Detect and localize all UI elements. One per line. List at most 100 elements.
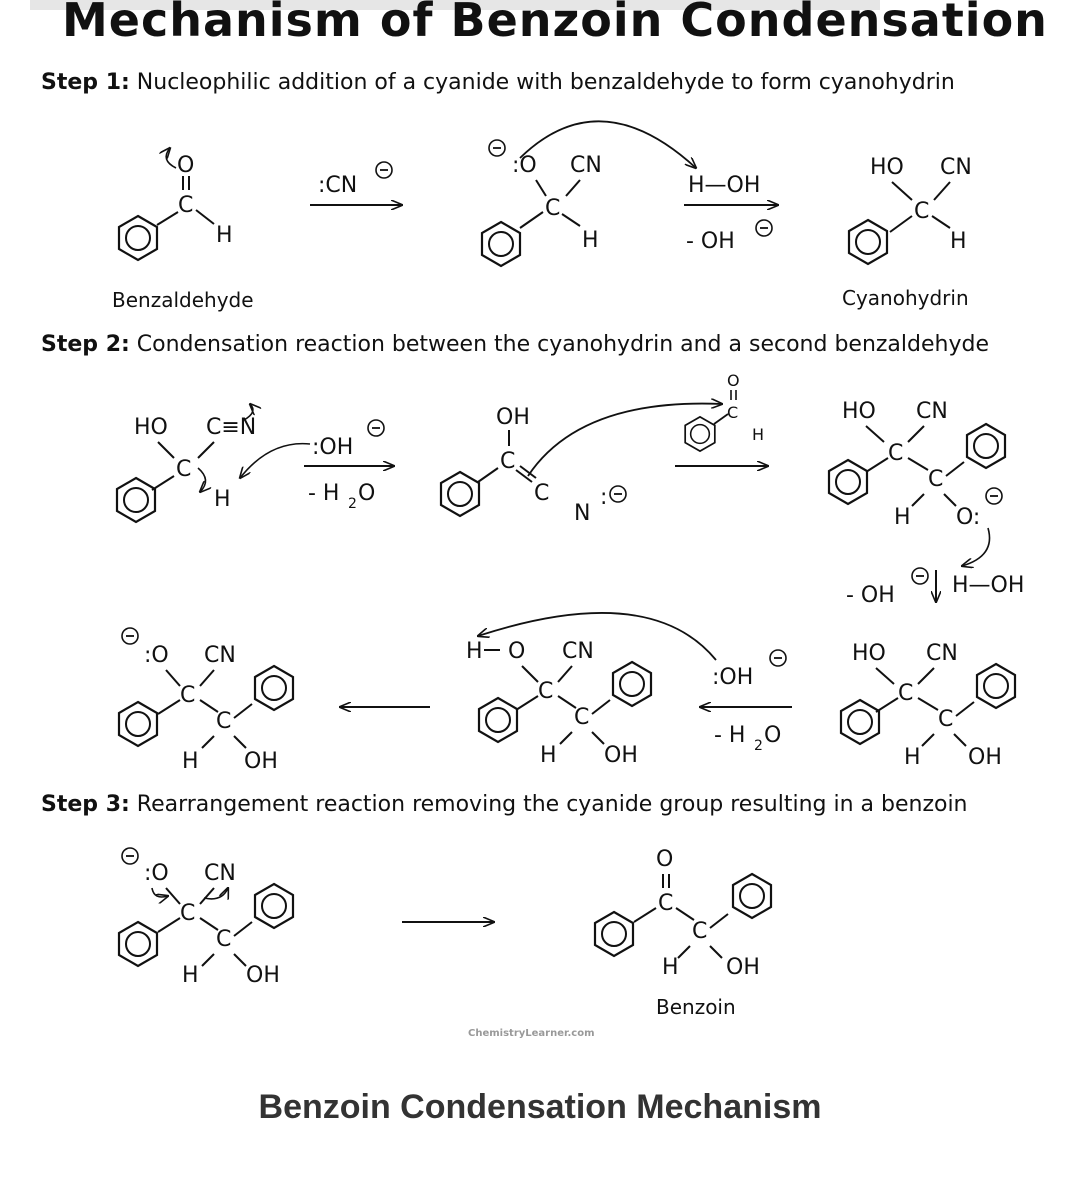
alkoxide-intermediate: :O CN C H — [480, 120, 696, 268]
svg-text:C: C — [180, 901, 195, 926]
svg-text:O:: O: — [956, 505, 980, 530]
top-bar — [30, 0, 880, 10]
protonated-adduct: HO CN C C H OH — [839, 641, 1017, 770]
svg-text::OH: :OH — [312, 435, 353, 460]
step-3-heading: Step 3: Rearrangement reaction removing … — [41, 792, 968, 817]
figure-caption: Benzoin Condensation Mechanism — [258, 1088, 822, 1126]
svg-text:- OH: - OH — [846, 583, 895, 608]
svg-text:C: C — [928, 467, 943, 492]
svg-text:HO: HO — [842, 399, 876, 424]
benzaldehyde-molecule: C O H — [117, 148, 233, 262]
svg-text:C: C — [534, 481, 549, 506]
mechanism-scheme: C O H Benzaldehyde :CN :O CN C H H—OH - … — [112, 120, 1024, 1019]
svg-text:C: C — [538, 679, 553, 704]
svg-text:- OH: - OH — [686, 229, 735, 254]
svg-text:HO: HO — [852, 641, 886, 666]
svg-text:OH: OH — [726, 955, 760, 980]
svg-text:O: O — [727, 371, 740, 390]
second-deprotonation: :OH - H 2 O — [478, 612, 792, 754]
step-1-heading: Step 1: Nucleophilic addition of a cyani… — [41, 70, 955, 95]
svg-text:C: C — [938, 707, 953, 732]
svg-text:H: H — [752, 425, 764, 444]
benzoin-label: Benzoin — [656, 995, 736, 1019]
svg-text:H: H — [214, 487, 231, 512]
svg-text:CN: CN — [570, 153, 602, 178]
svg-text:HO: HO — [134, 415, 168, 440]
svg-text:2: 2 — [754, 738, 763, 754]
carbanion-intermediate: OH C C N : — [439, 404, 722, 526]
svg-text:H: H — [582, 228, 599, 253]
svg-text:- H: - H — [714, 723, 745, 748]
svg-text:N: N — [574, 501, 590, 526]
svg-text:C: C — [914, 199, 929, 224]
deprotonation-reagent: :OH - H 2 O — [304, 419, 394, 512]
svg-text::: : — [600, 485, 607, 510]
svg-text:C: C — [898, 681, 913, 706]
cyanohydrin-start: HO C≡N C H — [115, 404, 311, 524]
svg-text::CN: :CN — [318, 173, 357, 198]
svg-text:O: O — [508, 639, 525, 664]
step-2-text: Condensation reaction between the cyanoh… — [129, 332, 989, 357]
watermark: ChemistryLearner.com — [468, 1028, 595, 1039]
svg-text:CN: CN — [562, 639, 594, 664]
cyanide-reagent: :CN — [310, 161, 402, 205]
step-3-prefix: Step 3: — [41, 792, 130, 817]
svg-text:C: C — [216, 709, 231, 734]
rearrangement-reactant: :O CN C C H OH — [117, 847, 295, 988]
svg-text:C: C — [176, 457, 191, 482]
svg-text:H: H — [182, 749, 199, 774]
svg-text:H: H — [662, 955, 679, 980]
page-title: Mechanism of Benzoin Condensation — [62, 0, 1048, 47]
protonation-step: - OH H—OH — [846, 567, 1024, 608]
svg-text:H: H — [182, 963, 199, 988]
svg-text:C: C — [888, 441, 903, 466]
step-3-text: Rearrangement reaction removing the cyan… — [129, 792, 968, 817]
second-benzaldehyde: C O H — [675, 371, 768, 466]
benzaldehyde-label: Benzaldehyde — [112, 288, 254, 312]
svg-text:C: C — [727, 403, 738, 422]
svg-text:CN: CN — [916, 399, 948, 424]
svg-text:OH: OH — [968, 745, 1002, 770]
svg-text::O: :O — [144, 643, 169, 668]
alkoxide-adduct: :O CN C C H OH — [117, 627, 295, 774]
svg-text::O: :O — [512, 153, 537, 178]
svg-text:OH: OH — [496, 405, 530, 430]
svg-text:- H: - H — [308, 481, 339, 506]
svg-text:OH: OH — [244, 749, 278, 774]
svg-text:C≡N: C≡N — [206, 415, 256, 440]
svg-text:C: C — [574, 705, 589, 730]
cyanohydrin-molecule: HO CN C H — [847, 155, 972, 266]
svg-text:2: 2 — [348, 496, 357, 512]
svg-text:C: C — [180, 683, 195, 708]
svg-text:H: H — [216, 223, 233, 248]
benzoin-molecule: O C C H OH — [593, 847, 773, 980]
water-protonation: H—OH - OH — [684, 173, 778, 254]
svg-text::OH: :OH — [712, 665, 753, 690]
svg-text:C: C — [545, 196, 560, 221]
svg-text:C: C — [500, 449, 515, 474]
step-1-text: Nucleophilic addition of a cyanide with … — [129, 70, 955, 95]
svg-text:C: C — [658, 891, 673, 916]
svg-text:H—OH: H—OH — [688, 173, 760, 198]
svg-text:H: H — [894, 505, 911, 530]
svg-text:C: C — [216, 927, 231, 952]
adduct-alkoxide: HO CN C C H O: — [827, 399, 1007, 566]
step-1-prefix: Step 1: — [41, 70, 130, 95]
cyanohydrin-label: Cyanohydrin — [842, 286, 969, 310]
svg-text:C: C — [178, 193, 193, 218]
svg-text:CN: CN — [204, 643, 236, 668]
svg-text:H: H — [466, 639, 483, 664]
svg-text:H: H — [950, 229, 967, 254]
step-2-prefix: Step 2: — [41, 332, 130, 357]
svg-text:H: H — [540, 743, 557, 768]
svg-text:CN: CN — [926, 641, 958, 666]
svg-text:CN: CN — [204, 861, 236, 886]
svg-text:H: H — [904, 745, 921, 770]
step-2-heading: Step 2: Condensation reaction between th… — [41, 332, 989, 357]
svg-text:H—OH: H—OH — [952, 573, 1024, 598]
svg-text:O: O — [177, 153, 194, 178]
svg-text:OH: OH — [246, 963, 280, 988]
svg-text:O: O — [764, 723, 781, 748]
svg-text:O: O — [656, 847, 673, 872]
svg-text:O: O — [358, 481, 375, 506]
